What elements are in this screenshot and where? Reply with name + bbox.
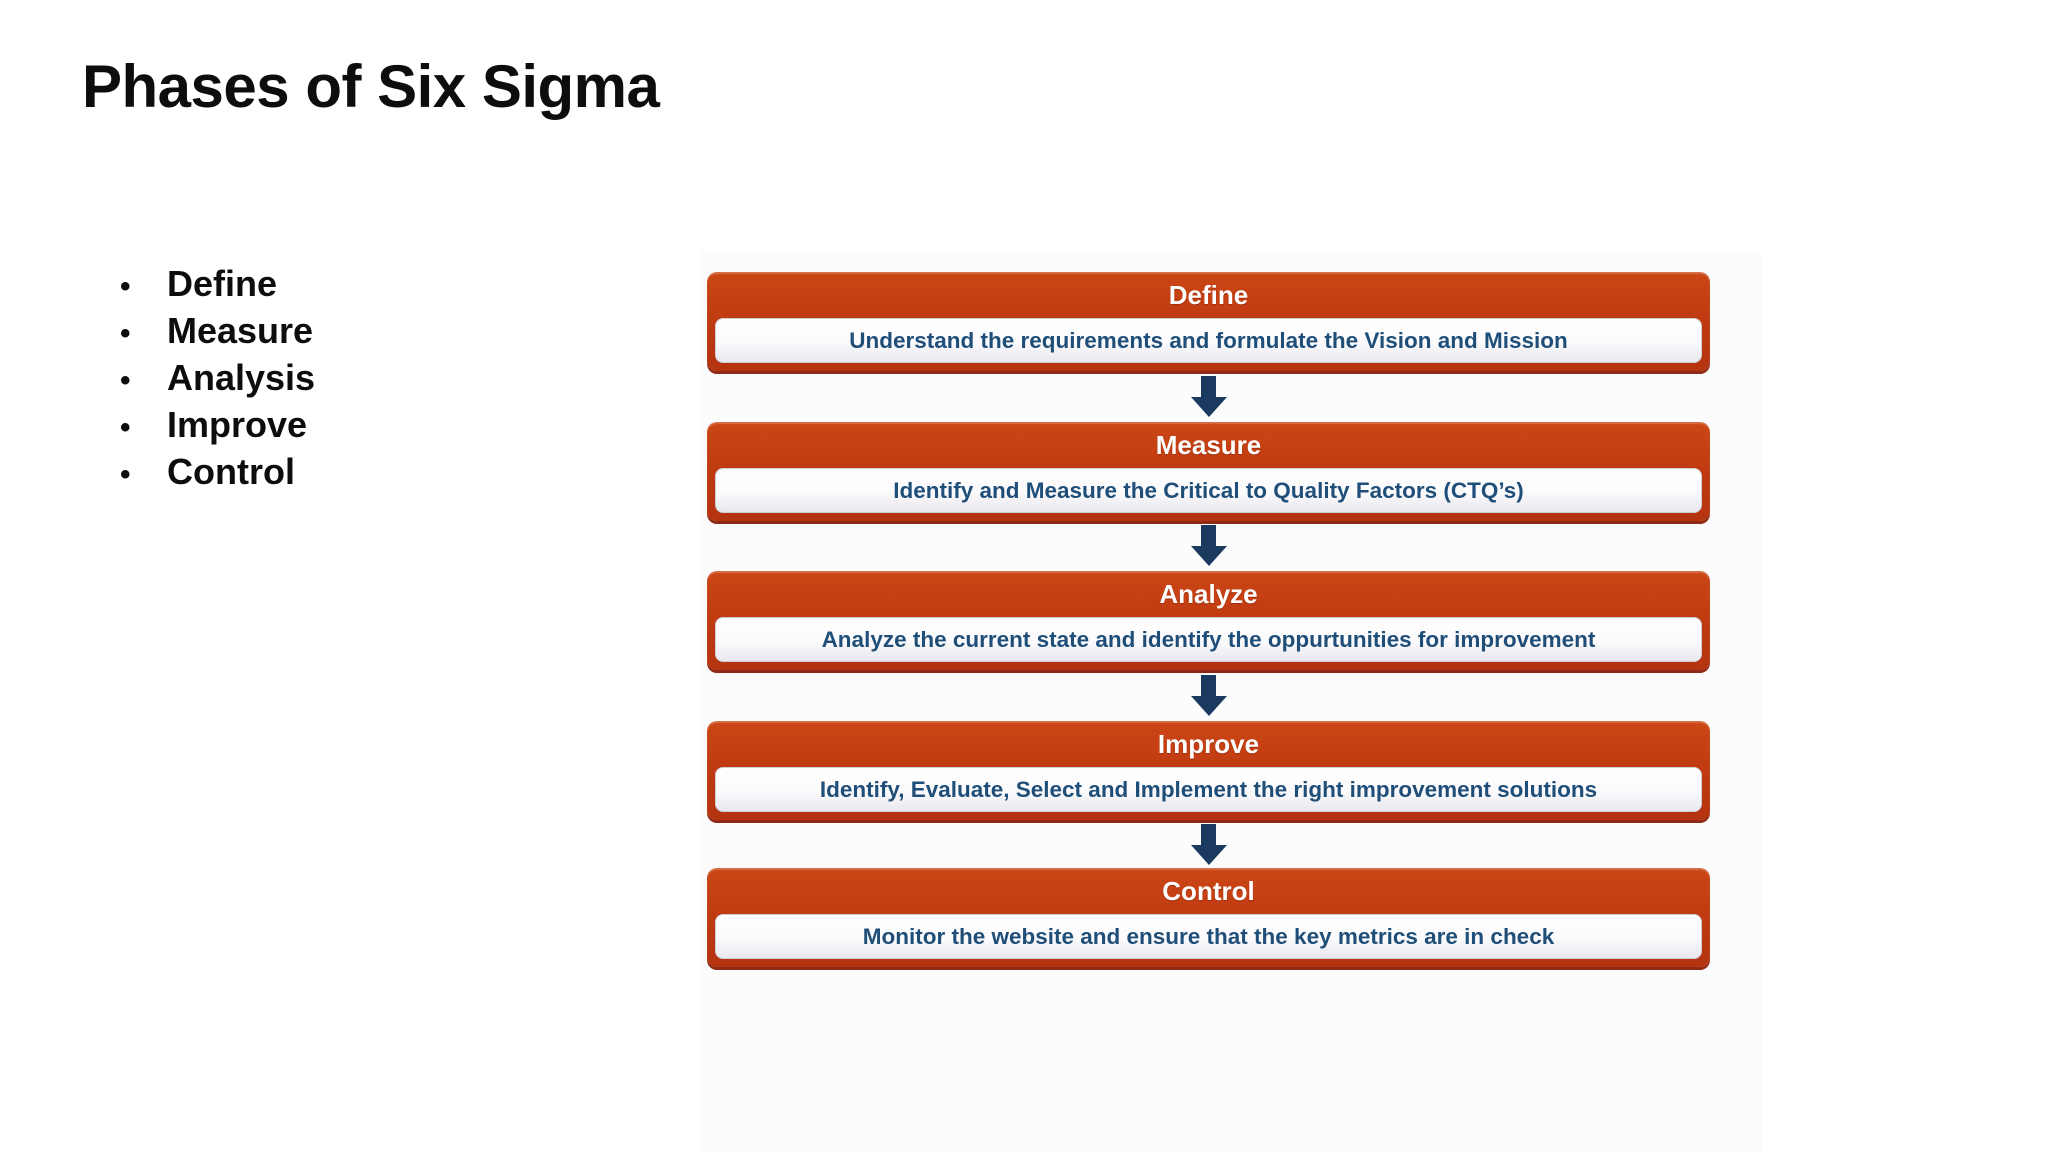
bullet-icon: • (120, 458, 131, 491)
arrow-shaft (1201, 675, 1216, 696)
list-item: • Control (120, 448, 315, 495)
list-item: • Define (120, 260, 315, 307)
arrow-shaft (1201, 376, 1216, 397)
arrow-head (1190, 696, 1227, 716)
phase-title: Control (1162, 875, 1255, 906)
phase-title: Analyze (1159, 578, 1258, 609)
bullet-icon: • (120, 364, 131, 397)
arrow-shaft (1201, 824, 1216, 845)
arrow-head (1190, 845, 1227, 865)
phase-box-measure: Measure Identify and Measure the Critica… (707, 422, 1710, 521)
phase-box-control: Control Monitor the website and ensure t… (707, 868, 1710, 967)
phase-description: Identify and Measure the Critical to Qua… (715, 468, 1702, 513)
phase-title: Improve (1157, 728, 1260, 759)
phase-description: Analyze the current state and identify t… (715, 617, 1702, 662)
bullet-label: Analysis (167, 357, 316, 398)
phase-description: Understand the requirements and formulat… (715, 318, 1702, 363)
bullet-label: Define (167, 263, 278, 304)
phase-title: Measure (1155, 429, 1262, 460)
list-item: • Improve (120, 401, 315, 448)
page-title: Phases of Six Sigma (82, 53, 660, 120)
phase-box-analyze: Analyze Analyze the current state and id… (707, 571, 1710, 670)
bullet-icon: • (120, 317, 131, 350)
arrow-shaft (1201, 525, 1216, 546)
bullet-label: Improve (167, 404, 308, 445)
bullet-label: Measure (167, 310, 314, 351)
phase-box-improve: Improve Identify, Evaluate, Select and I… (707, 721, 1710, 820)
list-item: • Analysis (120, 354, 315, 401)
phase-box-define: Define Understand the requirements and f… (707, 272, 1710, 371)
list-item: • Measure (120, 307, 315, 354)
phase-bullet-list: • Define • Measure • Analysis • Improve … (120, 260, 315, 495)
bullet-icon: • (120, 270, 131, 303)
phase-description: Monitor the website and ensure that the … (715, 914, 1702, 959)
arrow-head (1190, 546, 1227, 566)
dmaic-flowchart: Define Understand the requirements and f… (700, 250, 1762, 1152)
bullet-label: Control (167, 451, 295, 492)
down-arrow-icon (1190, 525, 1227, 566)
phase-description: Identify, Evaluate, Select and Implement… (715, 767, 1702, 812)
bullet-icon: • (120, 411, 131, 444)
down-arrow-icon (1190, 376, 1227, 417)
down-arrow-icon (1190, 824, 1227, 865)
arrow-head (1190, 397, 1227, 417)
down-arrow-icon (1190, 675, 1227, 716)
phase-title: Define (1168, 279, 1249, 310)
